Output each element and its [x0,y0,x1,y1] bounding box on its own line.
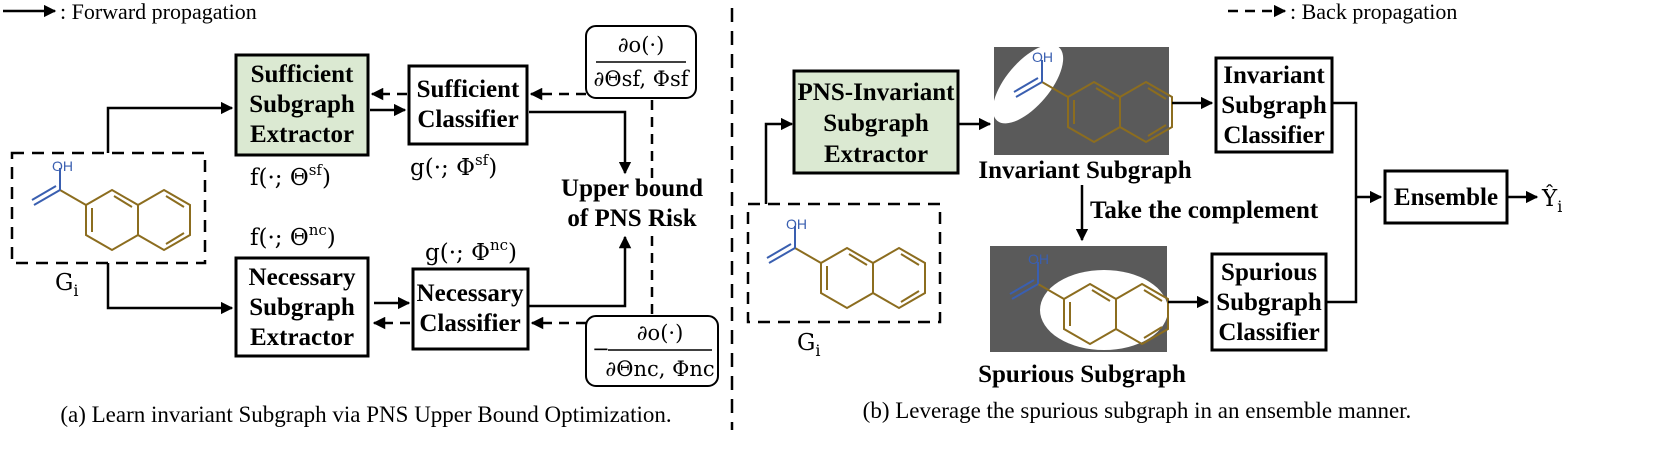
oh-label: OH [1028,251,1049,267]
svg-text:Subgraph: Subgraph [249,294,355,321]
oh-label: OH [52,158,73,174]
invariant-classifier: Invariant Subgraph Classifier [1214,56,1334,154]
svg-text:Extractor: Extractor [250,324,354,351]
f-nc-label: f(·; Θnc) [250,221,336,251]
svg-text:Classifier: Classifier [1218,319,1319,346]
input-graph-right: OH Gi [746,202,942,360]
spurious-classifier: Spurious Subgraph Classifier [1210,252,1328,352]
graph-label-left: Gi [55,270,79,300]
oh-label: OH [786,216,807,232]
svg-text:−: − [592,337,610,361]
svg-text:Subgraph: Subgraph [249,91,355,118]
oh-label: OH [1032,49,1053,65]
svg-text:Invariant: Invariant [1223,62,1325,89]
svg-text:Classifier: Classifier [417,106,518,133]
spurious-subgraph-image: OH [990,246,1169,352]
f-sf-label: f(·; Θsf) [250,161,331,191]
input-graph-left: OH Gi [10,151,207,300]
svg-text:Extractor: Extractor [250,121,354,148]
pns-invariant-extractor: PNS-Invariant Subgraph Extractor [792,69,960,175]
right-forward-arrows [764,96,1539,309]
legend-forward: : Forward propagation [3,0,257,24]
legend-backward-text: : Back propagation [1290,0,1457,24]
svg-text:Classifier: Classifier [419,310,520,337]
invariant-subgraph-label: Invariant Subgraph [978,157,1191,184]
legend-backward: : Back propagation [1228,0,1457,24]
svg-text:Subgraph: Subgraph [823,110,929,137]
svg-text:Subgraph: Subgraph [1221,92,1327,119]
svg-text:∂o(·): ∂o(·) [618,33,665,57]
svg-text:PNS-Invariant: PNS-Invariant [798,79,956,106]
ensemble-box: Ensemble [1383,169,1509,225]
svg-text:Spurious: Spurious [1221,259,1317,286]
left-forward-arrows [106,101,632,315]
sufficient-classifier: Sufficient Classifier [407,64,529,146]
spurious-subgraph-label: Spurious Subgraph [978,361,1186,388]
pns-risk-label: Upper bound of PNS Risk [561,175,703,232]
svg-text:Sufficient: Sufficient [251,61,354,88]
svg-text:Sufficient: Sufficient [417,76,520,103]
gradient-box-sufficient: ∂o(·) ∂Θsf, Φsf [585,25,697,99]
left-back-arrows [370,87,654,330]
svg-text:Ensemble: Ensemble [1394,184,1498,211]
svg-text:∂Θnc, Φnc: ∂Θnc, Φnc [605,357,714,381]
g-nc-label: g(·; Φnc) [425,236,517,266]
svg-text:∂o(·): ∂o(·) [637,321,684,345]
gradient-box-necessary: − ∂o(·) ∂Θnc, Φnc [585,315,719,387]
output-label: Ŷi [1541,185,1562,216]
svg-text:Subgraph: Subgraph [1216,289,1322,316]
necessary-classifier: Necessary Classifier [411,267,530,351]
svg-text:∂Θsf, Φsf: ∂Θsf, Φsf [594,67,691,91]
svg-text:of PNS Risk: of PNS Risk [567,205,696,232]
necessary-extractor: Necessary Subgraph Extractor [234,256,370,358]
svg-text:Extractor: Extractor [824,141,928,168]
svg-text:Classifier: Classifier [1223,122,1324,149]
caption-left: (a) Learn invariant Subgraph via PNS Upp… [60,402,671,427]
graph-label-right: Gi [797,330,821,360]
svg-text:Upper bound: Upper bound [561,175,703,202]
g-sf-label: g(·; Φsf) [410,151,497,181]
svg-text:Necessary: Necessary [417,280,524,307]
invariant-subgraph-image: OH [992,44,1173,155]
complement-label: Take the complement [1090,197,1319,224]
caption-right: (b) Leverage the spurious subgraph in an… [863,398,1412,423]
sufficient-extractor: Sufficient Subgraph Extractor [234,53,370,157]
legend-forward-text: : Forward propagation [60,0,257,24]
svg-text:Necessary: Necessary [249,264,356,291]
